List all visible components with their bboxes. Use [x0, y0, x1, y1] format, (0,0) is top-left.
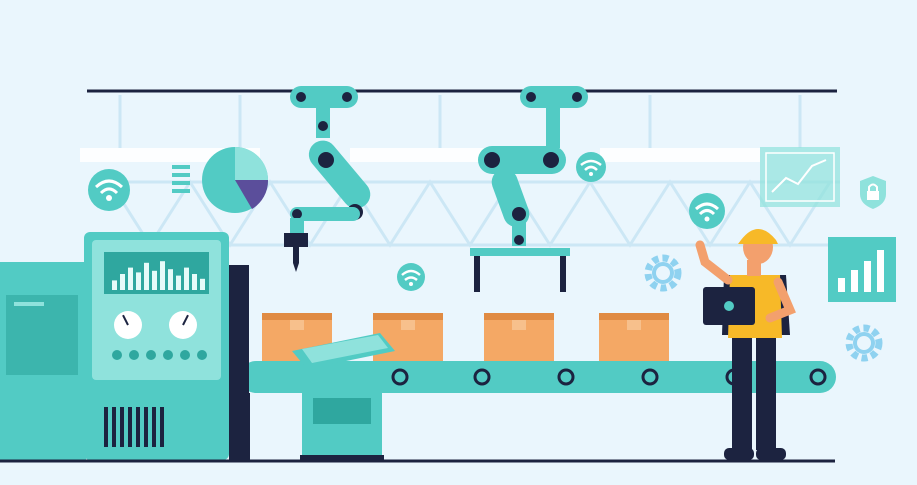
gear-icon [845, 324, 883, 362]
cardboard-box [373, 313, 443, 361]
bar-chart-icon [828, 237, 896, 302]
equalizer-bar [136, 272, 141, 290]
equalizer-bar [176, 275, 181, 290]
line-chart-icon [760, 147, 840, 207]
engineer-with-laptop [695, 229, 796, 460]
wifi-icon [397, 263, 425, 291]
indicator-lights [112, 350, 207, 360]
wifi-icon [689, 193, 725, 229]
cardboard-box [599, 313, 669, 361]
gear-icon [644, 254, 682, 292]
equalizer-bar [144, 262, 149, 290]
wifi-icon [576, 152, 606, 182]
control-machine [0, 232, 249, 460]
vent-grille [104, 407, 164, 447]
equalizer-bar [112, 280, 117, 290]
pie-chart-icon [202, 147, 269, 213]
equalizer-bar [152, 270, 157, 290]
touch-panel-kiosk [292, 333, 395, 461]
equalizer-bar [128, 267, 133, 290]
equalizer-bar [192, 274, 197, 290]
robotic-arm-gripper [470, 86, 588, 292]
equalizer-display [112, 261, 205, 290]
wifi-icon [88, 169, 130, 211]
equalizer-bar [200, 278, 205, 290]
equalizer-bar [120, 274, 125, 290]
robotic-arm-drill [284, 86, 371, 272]
equalizer-bar [184, 267, 189, 290]
list-icon [172, 165, 190, 193]
background-truss [90, 95, 840, 248]
cardboard-box [484, 313, 554, 361]
shield-lock-icon [860, 176, 886, 209]
gauge-left [114, 311, 142, 339]
equalizer-bar [160, 261, 165, 290]
gauge-right [169, 311, 197, 339]
equalizer-bar [168, 269, 173, 290]
